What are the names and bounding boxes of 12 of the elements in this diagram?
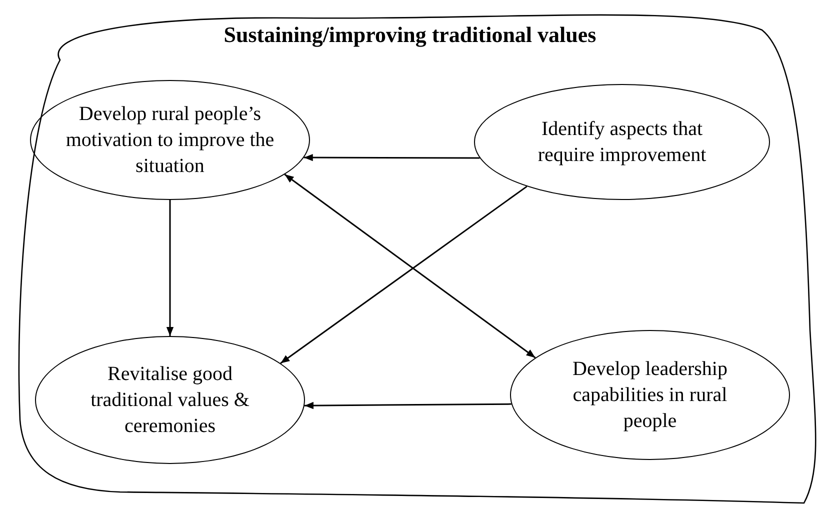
ellipse-text: Develop rural people’s motivation to improve the situation <box>64 102 276 179</box>
arrow <box>304 402 512 410</box>
ellipse <box>30 80 310 200</box>
ellipse-text: Develop leadership capabilities in rural people <box>572 357 728 434</box>
ellipse <box>474 84 770 200</box>
ellipse-text: Identify aspects that require improvement <box>536 117 708 168</box>
arrow <box>304 154 480 162</box>
ellipse-text: Revitalise good traditional values & ceremonies <box>90 362 250 439</box>
arrow <box>166 200 174 336</box>
group-label: Sustaining/improving traditional values <box>222 21 598 49</box>
ellipse <box>35 336 305 464</box>
ellipse <box>510 330 790 460</box>
